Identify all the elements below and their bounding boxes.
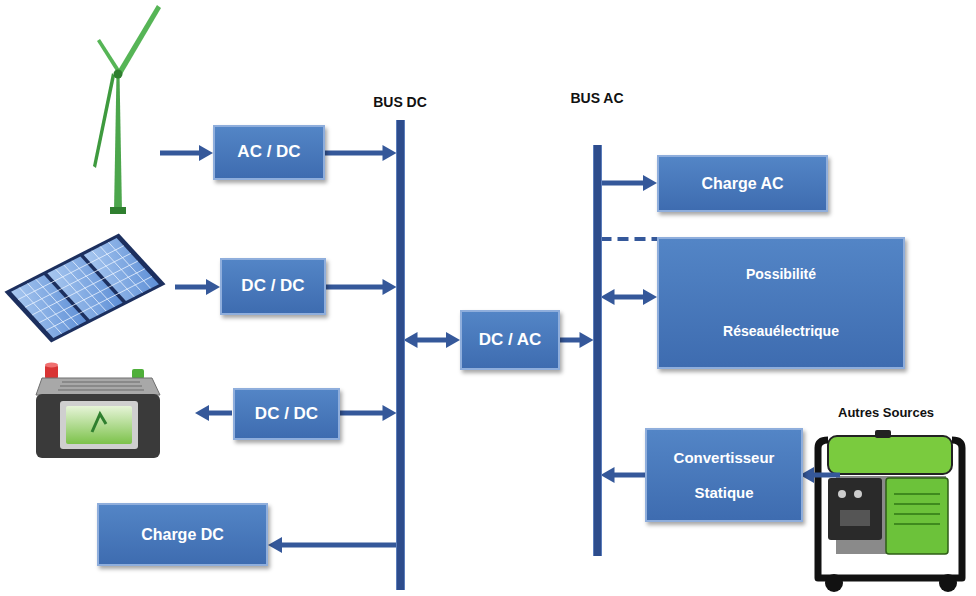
bus-bar — [397, 120, 404, 590]
power-flow-arrow — [601, 467, 646, 483]
connector-shaft — [281, 543, 397, 548]
flow-arrow — [209, 411, 232, 416]
power-flow-arrow — [601, 175, 658, 191]
connector-shaft — [340, 411, 384, 416]
power-flow-arrow — [340, 405, 397, 421]
box-label: Convertisseur Statique — [659, 440, 789, 510]
battery-ridges — [58, 382, 144, 390]
box-label: Possibilité Réseauélectrique — [706, 246, 856, 360]
connector-shaft — [614, 295, 645, 300]
generator-wheel — [825, 574, 843, 592]
turbine-hub — [114, 70, 123, 79]
power-flow-arrow — [326, 279, 397, 295]
source-label: Autres Sources — [838, 405, 934, 420]
bus-label: BUS AC — [547, 90, 647, 106]
connector-shaft — [417, 338, 448, 343]
arrow-head — [643, 175, 657, 191]
arrow-head — [580, 332, 594, 348]
wind-turbine — [93, 5, 161, 214]
engine-cover — [886, 478, 948, 554]
panel-socket — [838, 490, 846, 498]
battery-window — [66, 406, 132, 444]
generator-frame — [818, 448, 962, 578]
grid-box: Possibilité Réseauélectrique — [657, 237, 905, 369]
arrow-head — [195, 405, 209, 421]
cover-vents — [894, 494, 940, 524]
converter-box: DC / AC — [460, 310, 560, 370]
bus-label: BUS DC — [350, 94, 450, 110]
grid-line — [18, 246, 152, 330]
arrow-head — [643, 289, 657, 305]
connector-shaft — [325, 151, 384, 156]
flow-arrow — [814, 473, 840, 478]
turbine-blade — [93, 73, 115, 168]
arrow-head — [206, 279, 220, 295]
power-flow-arrow — [325, 145, 397, 161]
connector-shaft — [614, 473, 646, 478]
battery — [36, 363, 160, 459]
converter-box: DC / DC — [233, 388, 340, 440]
bus-bar — [594, 145, 601, 556]
arrow-head — [199, 145, 213, 161]
battery-mark — [92, 414, 106, 432]
power-flow-arrow — [404, 332, 461, 348]
generator-wheel — [939, 574, 957, 592]
turbine-blade — [117, 5, 161, 76]
connector-shaft — [560, 338, 581, 343]
load-box: Charge AC — [657, 155, 828, 212]
box-label: DC / DC — [241, 276, 304, 296]
load-box: Charge DC — [97, 503, 268, 566]
turbine-tower — [114, 78, 122, 212]
box-label: Charge DC — [141, 525, 224, 544]
generator-frame — [818, 440, 962, 448]
power-flow-arrow — [268, 537, 397, 553]
battery-body — [36, 394, 160, 458]
connector-shaft — [601, 237, 658, 241]
arrow-head — [601, 467, 615, 483]
arrow-head — [601, 289, 615, 305]
arrow-head — [383, 145, 397, 161]
arrow-head — [268, 537, 282, 553]
panel-frame — [4, 233, 165, 342]
turbine-blade — [97, 39, 120, 71]
panel-display — [840, 510, 870, 526]
converter-box: Convertisseur Statique — [645, 428, 803, 522]
fuel-tank — [828, 436, 952, 474]
battery-lid — [36, 378, 160, 395]
connector-shaft — [326, 285, 384, 290]
battery-terminal — [45, 363, 58, 368]
generator — [818, 430, 962, 592]
box-label: Charge AC — [701, 174, 783, 193]
connector-shaft — [601, 181, 645, 186]
ac-bus: BUS AC — [547, 90, 647, 556]
turbine-base — [110, 207, 126, 214]
power-flow-arrow — [601, 289, 658, 305]
arrow-head — [446, 332, 460, 348]
panel-grid — [11, 238, 159, 338]
grid-link-dashed — [601, 239, 658, 240]
box-label: AC / DC — [237, 142, 300, 162]
solar-panel — [4, 233, 165, 342]
power-flow-arrow — [560, 332, 594, 348]
box-label: DC / DC — [255, 404, 318, 424]
dc-bus: BUS DC — [350, 94, 450, 590]
control-panel — [828, 478, 882, 540]
converter-box: AC / DC — [213, 125, 325, 180]
flow-arrow — [160, 151, 199, 156]
flow-arrow — [175, 285, 206, 290]
arrow-head — [383, 405, 397, 421]
arrow-head — [404, 332, 418, 348]
fuel-cap — [875, 430, 891, 438]
battery-window — [60, 401, 138, 449]
panel-socket — [854, 490, 862, 498]
box-label: DC / AC — [479, 330, 542, 350]
arrow-head — [383, 279, 397, 295]
converter-box: DC / DC — [220, 258, 326, 315]
